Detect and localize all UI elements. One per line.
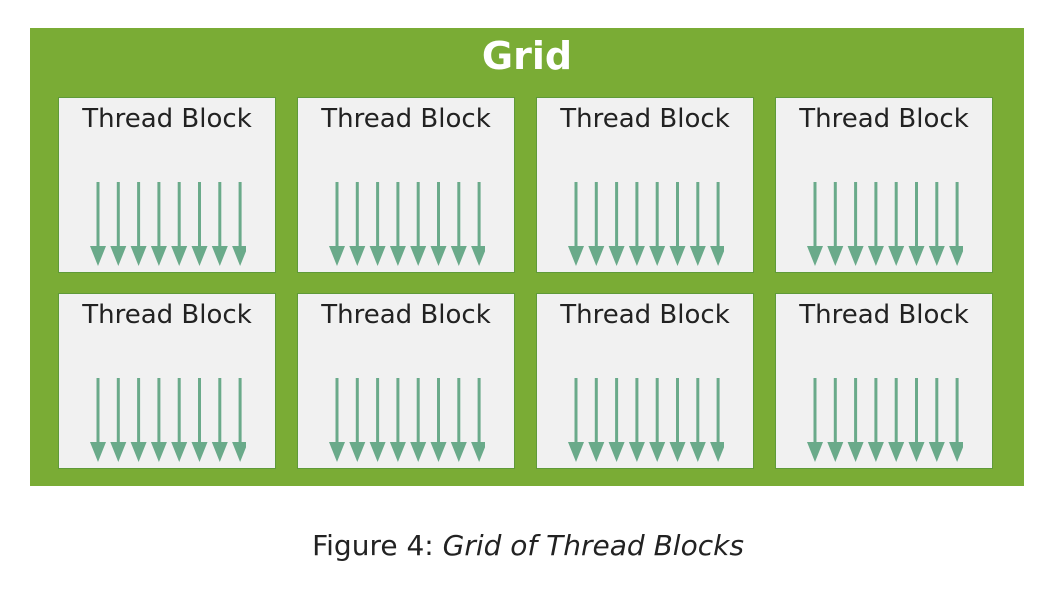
- thread-arrow-icon: [568, 378, 584, 462]
- thread-block-4: Thread Block: [775, 97, 993, 273]
- thread-arrow-icon: [908, 378, 925, 462]
- thread-block-label: Thread Block: [560, 300, 730, 330]
- thread-arrow-icon: [689, 182, 706, 266]
- thread-arrow-icon: [568, 182, 584, 266]
- thread-arrow-icon: [847, 378, 864, 462]
- thread-arrow-icon: [349, 182, 366, 266]
- thread-arrow-icon: [450, 378, 467, 462]
- thread-arrow-icon: [710, 378, 724, 462]
- grid-title: Grid: [481, 34, 573, 78]
- thread-arrow-icon: [471, 182, 485, 266]
- threads-group: [807, 378, 963, 462]
- thread-arrow-icon: [329, 378, 345, 462]
- thread-arrow-icon: [110, 378, 127, 462]
- thread-arrow-icon: [150, 378, 167, 462]
- thread-arrow-icon: [827, 378, 844, 462]
- thread-arrow-icon: [90, 182, 106, 266]
- thread-arrow-icon: [847, 182, 864, 266]
- thread-block-label: Thread Block: [321, 300, 491, 330]
- thread-block-label: Thread Block: [82, 300, 252, 330]
- thread-arrow-icon: [628, 378, 645, 462]
- thread-arrow-icon: [191, 378, 208, 462]
- thread-arrow-icon: [588, 378, 605, 462]
- threads-group: [329, 182, 485, 266]
- thread-block-label: Thread Block: [799, 300, 969, 330]
- thread-arrow-icon: [232, 182, 246, 266]
- thread-block-2: Thread Block: [297, 97, 515, 273]
- thread-arrow-icon: [171, 378, 188, 462]
- thread-arrow-icon: [150, 182, 167, 266]
- thread-arrow-icon: [649, 182, 666, 266]
- thread-block-6: Thread Block: [297, 293, 515, 469]
- thread-arrow-icon: [888, 182, 905, 266]
- thread-arrow-icon: [689, 378, 706, 462]
- thread-block-label: Thread Block: [560, 104, 730, 134]
- thread-arrow-icon: [827, 182, 844, 266]
- thread-arrow-icon: [450, 182, 467, 266]
- thread-arrow-icon: [430, 378, 447, 462]
- thread-arrow-icon: [949, 378, 963, 462]
- thread-block-3: Thread Block: [536, 97, 754, 273]
- thread-arrow-icon: [588, 182, 605, 266]
- thread-arrow-icon: [867, 378, 884, 462]
- thread-arrow-icon: [867, 182, 884, 266]
- thread-arrow-icon: [608, 182, 625, 266]
- thread-arrow-icon: [628, 182, 645, 266]
- thread-arrow-icon: [191, 182, 208, 266]
- caption-prefix: Figure 4:: [312, 529, 443, 562]
- thread-arrow-icon: [928, 182, 945, 266]
- thread-arrow-icon: [710, 182, 724, 266]
- thread-arrow-icon: [232, 378, 246, 462]
- thread-arrow-icon: [471, 378, 485, 462]
- thread-arrow-icon: [171, 182, 188, 266]
- thread-arrow-icon: [130, 182, 147, 266]
- threads-group: [90, 378, 246, 462]
- thread-arrow-icon: [349, 378, 366, 462]
- thread-arrow-icon: [389, 182, 406, 266]
- thread-arrow-icon: [110, 182, 127, 266]
- thread-arrow-icon: [389, 378, 406, 462]
- thread-block-label: Thread Block: [799, 104, 969, 134]
- thread-arrow-icon: [430, 182, 447, 266]
- thread-arrow-icon: [369, 182, 386, 266]
- thread-arrow-icon: [949, 182, 963, 266]
- threads-group: [90, 182, 246, 266]
- figure-caption: Figure 4: Grid of Thread Blocks: [0, 528, 1056, 564]
- thread-arrow-icon: [669, 378, 686, 462]
- thread-arrow-icon: [608, 378, 625, 462]
- thread-block-8: Thread Block: [775, 293, 993, 469]
- thread-arrow-icon: [649, 378, 666, 462]
- threads-group: [807, 182, 963, 266]
- thread-arrow-icon: [669, 182, 686, 266]
- thread-block-7: Thread Block: [536, 293, 754, 469]
- thread-arrow-icon: [908, 182, 925, 266]
- thread-arrow-icon: [329, 182, 345, 266]
- thread-arrow-icon: [410, 378, 427, 462]
- thread-arrow-icon: [410, 182, 427, 266]
- thread-block-label: Thread Block: [321, 104, 491, 134]
- thread-arrow-icon: [807, 182, 823, 266]
- thread-arrow-icon: [369, 378, 386, 462]
- caption-title: Grid of Thread Blocks: [442, 529, 744, 562]
- thread-arrow-icon: [928, 378, 945, 462]
- thread-arrow-icon: [90, 378, 106, 462]
- thread-arrow-icon: [211, 378, 228, 462]
- thread-block-5: Thread Block: [58, 293, 276, 469]
- thread-block-label: Thread Block: [82, 104, 252, 134]
- thread-arrow-icon: [807, 378, 823, 462]
- thread-arrow-icon: [211, 182, 228, 266]
- thread-arrow-icon: [888, 378, 905, 462]
- thread-block-1: Thread Block: [58, 97, 276, 273]
- threads-group: [329, 378, 485, 462]
- threads-group: [568, 378, 724, 462]
- thread-arrow-icon: [130, 378, 147, 462]
- threads-group: [568, 182, 724, 266]
